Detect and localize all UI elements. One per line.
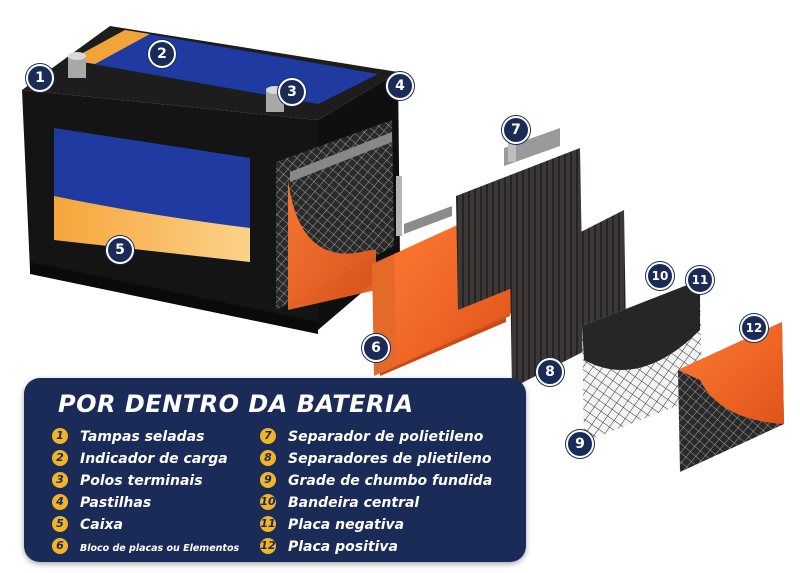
legend-label: Bandeira central [288,495,420,511]
legend-label: Polos terminais [80,473,203,489]
legend-number-badge: 3 [52,472,68,488]
legend-number-badge: 2 [52,450,68,466]
positive-plate [678,322,784,472]
terminal-negative [68,52,86,78]
callout-1: 1 [26,64,54,92]
callout-2: 2 [148,40,176,68]
legend-number-badge: 12 [260,538,276,554]
legend-number-badge: 10 [260,494,276,510]
legend-label: Pastilhas [80,495,152,511]
legend-label: Bloco de placas ou Elementos [80,543,240,554]
legend-label: Separadores de plietileno [288,451,492,467]
callout-4: 4 [386,72,414,100]
callout-9: 9 [566,430,594,458]
callout-11: 11 [686,266,714,294]
callout-3: 3 [278,78,306,106]
legend-number-badge: 11 [260,516,276,532]
legend-label: Placa negativa [288,517,405,533]
callout-8: 8 [536,358,564,386]
battery-case [22,26,400,334]
legend-number-badge: 9 [260,472,276,488]
legend-number-badge: 8 [260,450,276,466]
legend-number-badge: 6 [52,538,68,554]
legend-label: Indicador de carga [80,451,228,467]
legend-label: Tampas seladas [80,429,205,445]
callout-5: 5 [106,236,134,264]
callout-10: 10 [646,262,674,290]
callout-7: 7 [502,116,530,144]
legend-number-badge: 4 [52,494,68,510]
legend-label: Grade de chumbo fundida [288,473,493,489]
legend-label: Caixa [80,517,123,533]
callout-12: 12 [740,314,768,342]
legend-panel: POR DENTRO DA BATERIA 1 Tampas seladas 2… [24,378,526,562]
legend-number-badge: 5 [52,516,68,532]
legend-title: POR DENTRO DA BATERIA [58,390,414,418]
cast-lead-grid [582,280,702,442]
legend-label: Placa positiva [288,539,398,555]
legend-label: Separador de polietileno [288,429,484,445]
callout-6: 6 [362,334,390,362]
legend-number-badge: 1 [52,428,68,444]
legend-number-badge: 7 [260,428,276,444]
